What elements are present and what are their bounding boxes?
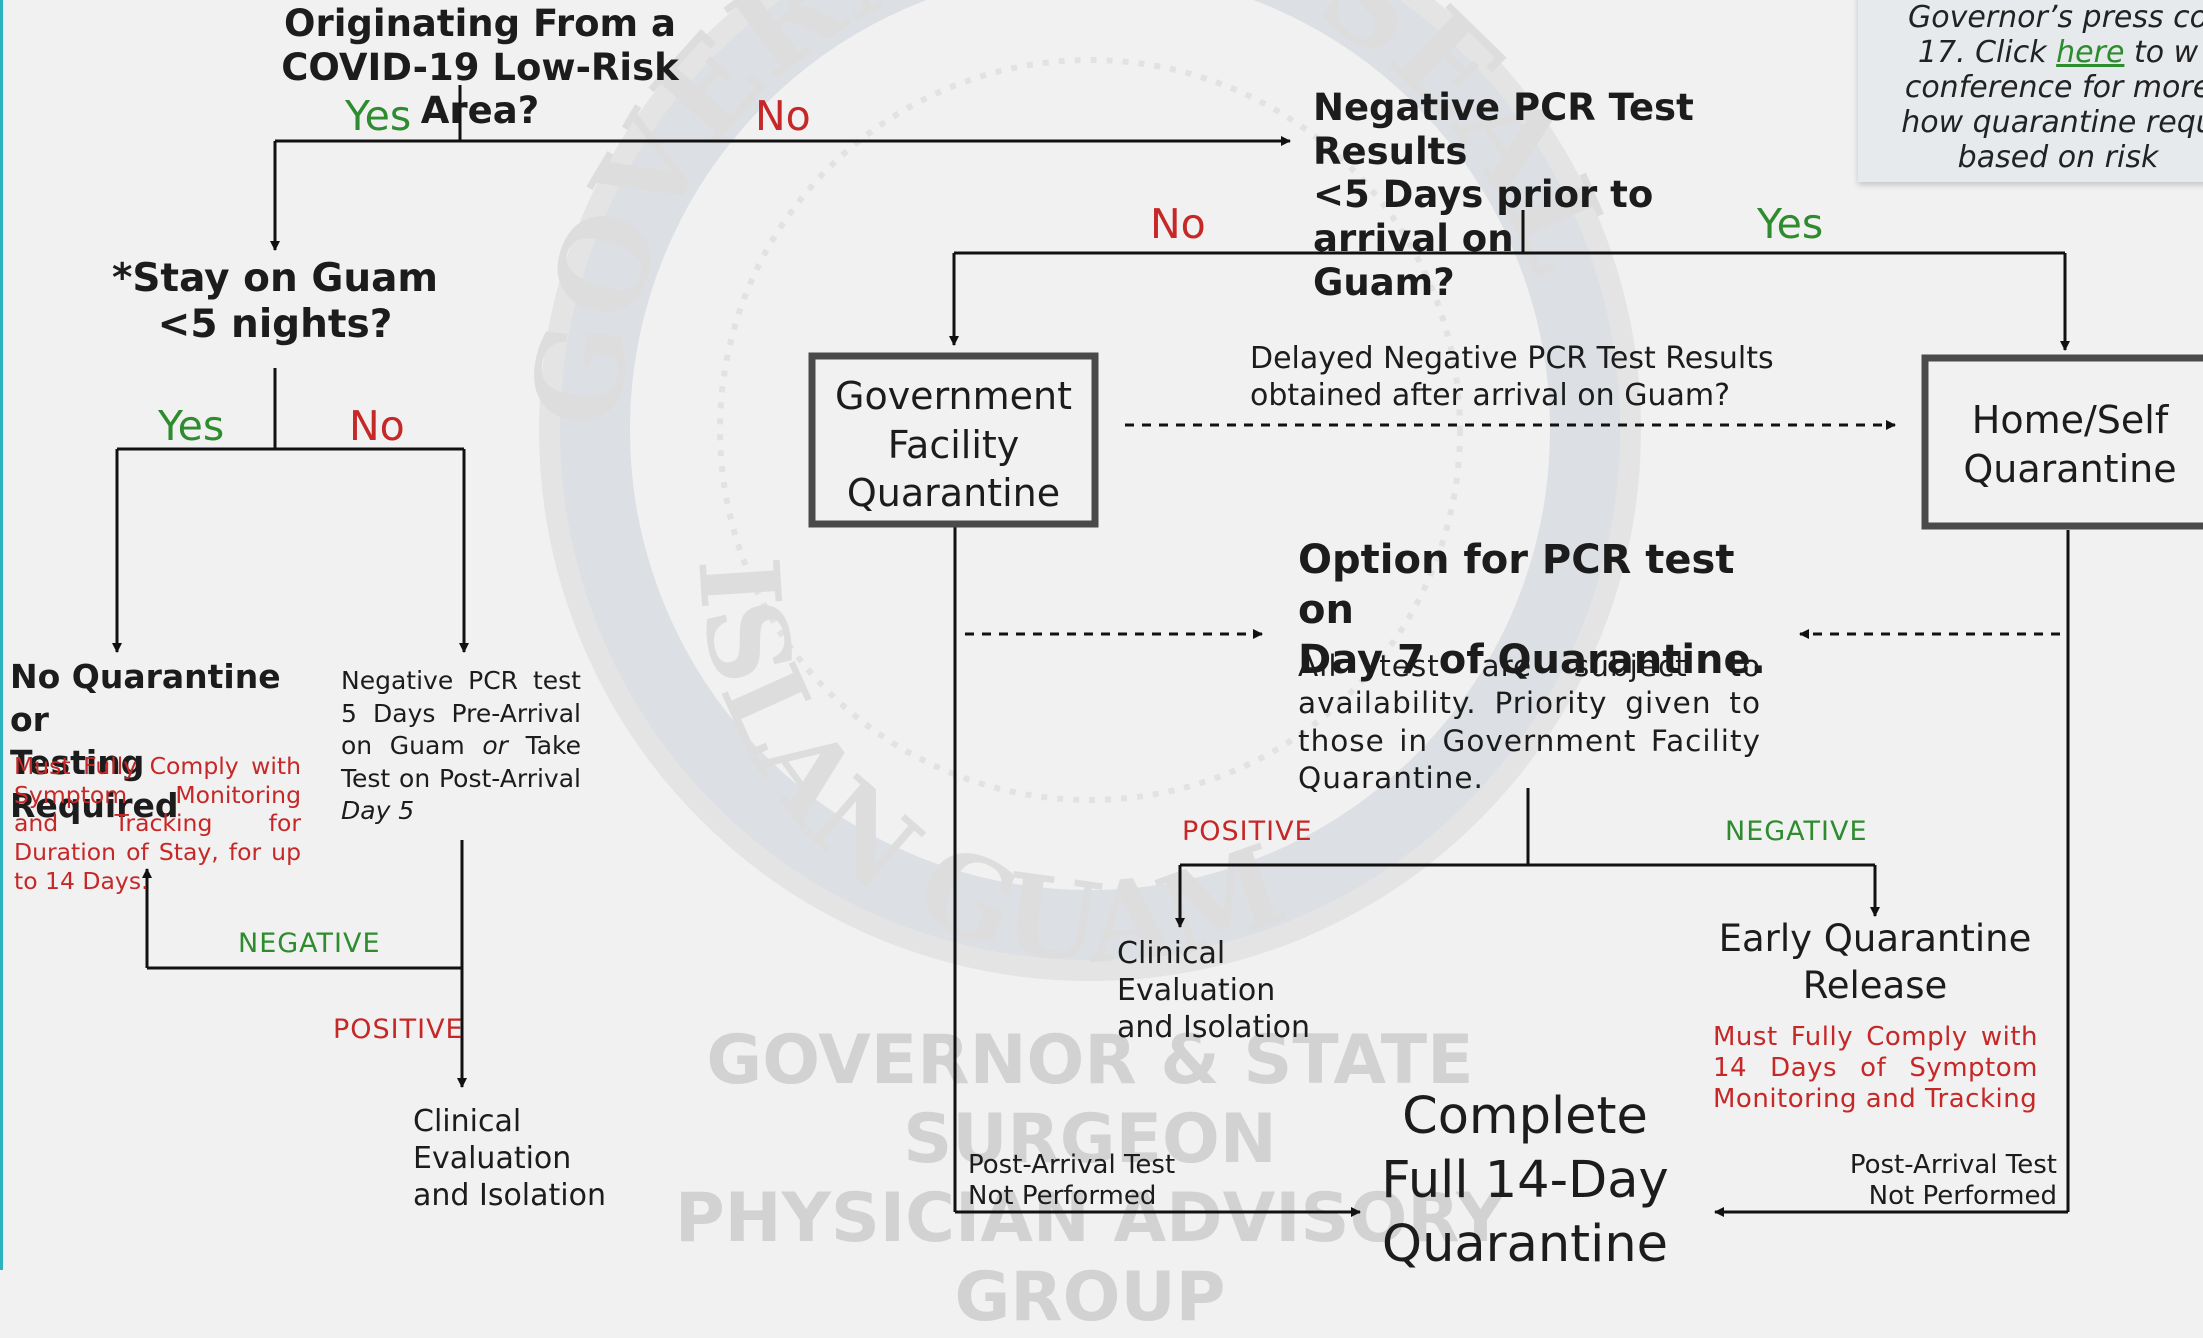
negative-label-center: NEGATIVE [1725,816,1868,847]
home-box-frame [1921,354,2203,530]
yes-label-pcr: Yes [1757,200,1824,248]
watermark-text: GOVERNOR & STATE SURGEON PHYSICIAN ADVIS… [674,1021,1506,1337]
no-quarantine-note: Must Fully Comply with Symptom Monitorin… [14,752,301,895]
early-release-note: Must Fully Comply with 14 Days of Sympto… [1713,1022,2038,1115]
no-label-origin: No [755,92,811,140]
press-link[interactable]: here [2056,35,2125,70]
no-label-pcr: No [1150,200,1206,248]
left-accent-rule [0,0,3,1270]
yes-label-origin: Yes [345,92,412,140]
positive-label-center: POSITIVE [1182,816,1313,847]
negative-pcr-note: Negative PCR test 5 Days Pre-Arrival on … [341,666,581,825]
watermark-seal: GOVERNOR'S SEAL ISLAN GUAM [506,0,1641,989]
govt-box-frame [808,352,1099,528]
negative-label-left: NEGATIVE [238,928,381,959]
pcr-question: Negative PCR Test Results<5 Days prior t… [1313,86,1694,304]
option-text: All test are subject to availability. Pr… [1298,649,1761,796]
flow-lines [112,85,2203,1217]
yes-label-stay: Yes [158,402,225,450]
press-conference-note: Governor’s press co 17. Click here to w … [1858,0,2203,182]
positive-label-left: POSITIVE [333,1014,464,1045]
no-label-stay: No [349,402,405,450]
stay-question: *Stay on Guam<5 nights? [111,256,439,348]
